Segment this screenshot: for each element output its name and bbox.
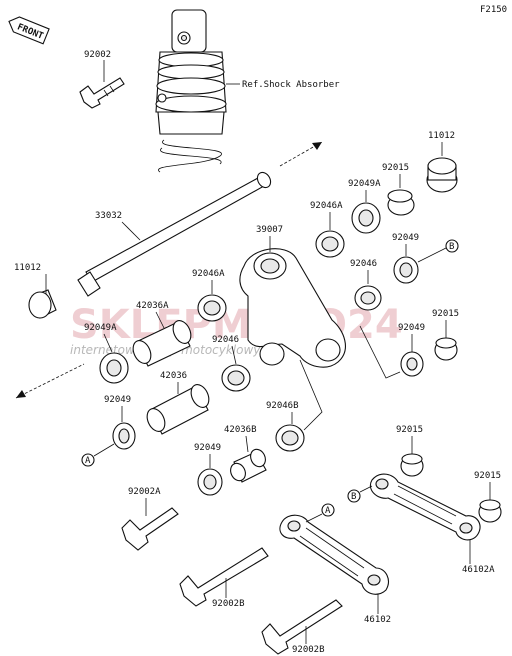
callout-b-low: B [347, 485, 373, 503]
label-92049-right: 92049 [392, 233, 419, 243]
label-42036a: 42036A [136, 301, 169, 311]
tie-rod-46102a [370, 473, 481, 541]
seal-92049a-left [99, 352, 129, 384]
label-42036: 42036 [160, 371, 187, 381]
svg-text:A: A [85, 456, 91, 466]
label-92046-right: 92046 [350, 259, 377, 269]
label-92015-far: 92015 [474, 471, 501, 481]
label-33032: 33032 [95, 211, 122, 221]
tie-rod-46102 [279, 514, 389, 595]
watermark-brand: SKLEPMOTO24 [70, 302, 403, 348]
label-92002b-low: 92002B [292, 645, 325, 655]
seal-92049-left [112, 422, 136, 450]
callout-a-left: A [81, 443, 115, 467]
cap-11012-right [426, 157, 458, 193]
bearing-92046-right [354, 285, 382, 311]
bolt-92002 [79, 77, 125, 109]
front-arrow-icon: FRONT [8, 16, 50, 45]
label-92049a-left: 92049A [84, 323, 117, 333]
svg-text:B: B [449, 242, 454, 252]
label-92049-low: 92049 [194, 443, 221, 453]
shock-ref-label: Ref.Shock Absorber [242, 80, 340, 90]
shaft-33032 [77, 171, 272, 297]
label-92046a-mid: 92046A [192, 269, 225, 279]
seal-92049-low [197, 468, 223, 496]
bearing-92046a-top [315, 230, 345, 258]
label-92046a-top: 92046A [310, 201, 343, 211]
collar-42036b [230, 448, 267, 483]
diagram-code: F2150 [480, 5, 507, 15]
seal-92049a-top [351, 202, 381, 234]
label-92002a: 92002A [128, 487, 161, 497]
label-39007: 39007 [256, 225, 283, 235]
bearing-92046-mid [221, 364, 251, 392]
bearing-92046b [275, 424, 305, 452]
callout-b-right: B [417, 239, 459, 263]
label-92046b: 92046B [266, 401, 299, 411]
seal-92049-right [393, 256, 419, 284]
label-92015-low: 92015 [396, 425, 423, 435]
collar-42036a [132, 320, 192, 367]
label-92015-top: 92015 [382, 163, 409, 173]
label-46102a: 46102A [462, 565, 495, 575]
label-92002b-left: 92002B [212, 599, 245, 609]
bolt-92002b-left [179, 547, 269, 607]
rocker-arm-39007 [239, 248, 346, 368]
label-92049-left: 92049 [104, 395, 131, 405]
seal-92049-mid [400, 351, 424, 377]
label-92015-mid: 92015 [432, 309, 459, 319]
bolt-92002b-low [261, 599, 343, 655]
label-92049a-top: 92049A [348, 179, 381, 189]
collar-92015-top [387, 189, 415, 216]
label-46102: 46102 [364, 615, 391, 625]
callout-a-low: A [305, 503, 335, 523]
svg-text:A: A [325, 506, 331, 516]
bolt-92002a [121, 507, 179, 551]
collar-92015-low [400, 453, 424, 477]
collar-92015-mid [434, 337, 458, 361]
collar-92015-far [478, 499, 502, 523]
label-92002: 92002 [84, 50, 111, 60]
bearing-92046a-mid [197, 294, 227, 322]
label-42036b: 42036B [224, 425, 257, 435]
svg-text:B: B [351, 492, 356, 502]
label-11012-right: 11012 [428, 131, 455, 141]
collar-42036 [146, 384, 210, 435]
label-92046-mid: 92046 [212, 335, 239, 345]
shock-absorber [155, 9, 227, 173]
label-11012-left: 11012 [14, 263, 41, 273]
cap-11012-left [28, 289, 57, 319]
label-92049-mid: 92049 [398, 323, 425, 333]
